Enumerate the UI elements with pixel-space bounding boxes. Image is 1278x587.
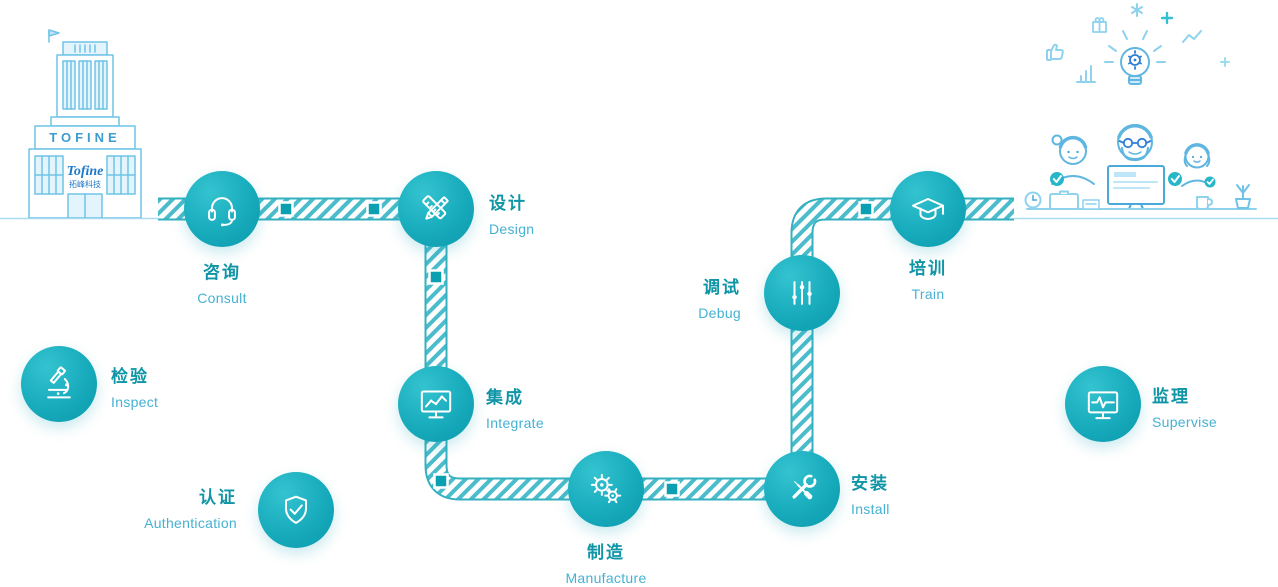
supervise-circle (1065, 366, 1141, 442)
step-title-zh: 安装 (851, 474, 889, 493)
integrate-label: 集成 Integrate (486, 383, 544, 431)
train-label: 培训 Train (858, 254, 998, 302)
monitor (1107, 165, 1165, 210)
train-circle (890, 171, 966, 247)
step-title-en: Manufacture (565, 570, 647, 586)
debug-label: 调试 Debug (591, 273, 741, 321)
gears-icon (590, 473, 622, 504)
install-label: 安装 Install (851, 469, 890, 517)
lightbulb-icon (1104, 30, 1166, 85)
step-title-en: Design (489, 221, 535, 237)
building-sign-text: TOFINE (49, 130, 120, 145)
step-title-zh: 检验 (111, 367, 149, 386)
path-marker (428, 269, 444, 285)
path-marker (278, 201, 294, 217)
headset-icon (208, 197, 236, 227)
check-badge-icon (1050, 172, 1064, 186)
path-marker (366, 201, 382, 217)
step-title-zh: 制造 (587, 543, 625, 562)
step-title-en: Supervise (1152, 414, 1217, 430)
consult-label: 咨询 Consult (152, 258, 292, 306)
tower-banner-ticks (74, 44, 96, 53)
bar-chart-icon (1076, 65, 1096, 83)
facade-window-left (34, 155, 64, 195)
facade-window-right (106, 155, 136, 195)
building-illustration: TOFINE Tofine 拓峰科技 (28, 29, 142, 218)
install-circle (764, 451, 840, 527)
flow-band-edge (158, 197, 1014, 501)
step-title-en: Debug (698, 305, 741, 321)
step-title-en: Integrate (486, 415, 544, 431)
consult-circle (184, 171, 260, 247)
gear-in-bulb-icon (1128, 50, 1142, 70)
step-title-en: Authentication (144, 515, 237, 531)
coffee-cup-icon (1196, 196, 1213, 210)
path-markers (278, 201, 874, 497)
inspect-label: 检验 Inspect (111, 362, 158, 410)
flow-band-stripes (158, 199, 1014, 499)
tower-windows (62, 60, 108, 110)
plus-icon-small (1220, 57, 1230, 67)
step-title-zh: 集成 (486, 388, 524, 407)
debug-circle (764, 255, 840, 331)
sparkle-icon (1131, 3, 1143, 17)
design-circle (398, 171, 474, 247)
step-title-zh: 监理 (1152, 387, 1190, 406)
path-marker (664, 481, 680, 497)
briefcase-icon (1049, 190, 1079, 210)
check-badge-icon (1204, 176, 1216, 188)
authentication-circle (258, 472, 334, 548)
step-title-en: Train (911, 286, 945, 302)
trend-line-icon (1182, 30, 1202, 43)
manufacture-label: 制造 Manufacture (536, 538, 676, 586)
glasses-icon (1118, 137, 1152, 149)
team-illustration (1024, 3, 1257, 210)
monitor-pulse-icon (1087, 391, 1119, 420)
pencil-ruler-icon (422, 195, 449, 220)
path-marker (858, 201, 874, 217)
graduation-cap-icon (912, 198, 945, 220)
check-badge-icon (1168, 172, 1182, 186)
flag-icon (48, 29, 60, 43)
inspect-circle (21, 346, 97, 422)
plant-icon (1235, 184, 1251, 209)
step-title-zh: 咨询 (203, 263, 241, 282)
cornice (50, 116, 120, 127)
clock-icon (1024, 191, 1042, 209)
monitor-chart-icon (420, 390, 452, 419)
microscope-icon (47, 366, 71, 399)
supervise-label: 监理 Supervise (1152, 382, 1217, 430)
step-title-zh: 调试 (703, 278, 741, 297)
papers-icon (1082, 199, 1100, 210)
step-title-en: Inspect (111, 394, 159, 410)
step-title-en: Consult (197, 290, 247, 306)
thumbs-up-icon (1046, 43, 1064, 61)
plus-icon (1160, 11, 1174, 25)
person-right (1181, 143, 1213, 187)
authentication-label: 认证 Authentication (77, 483, 237, 531)
building-logo-text: Tofine (67, 164, 104, 179)
manufacture-circle (568, 451, 644, 527)
step-title-zh: 设计 (489, 194, 527, 213)
entrance-door (67, 193, 103, 218)
crossed-tools-icon (792, 474, 817, 500)
integrate-circle (398, 366, 474, 442)
design-label: 设计 Design (489, 189, 534, 237)
path-marker (433, 473, 449, 489)
shield-check-icon (285, 495, 307, 524)
gift-icon (1092, 17, 1107, 33)
step-title-zh: 认证 (199, 488, 237, 507)
step-title-en: Install (851, 501, 890, 517)
building-logo-subtext: 拓峰科技 (69, 179, 101, 189)
sliders-icon (792, 281, 812, 305)
step-title-zh: 培训 (909, 259, 947, 278)
